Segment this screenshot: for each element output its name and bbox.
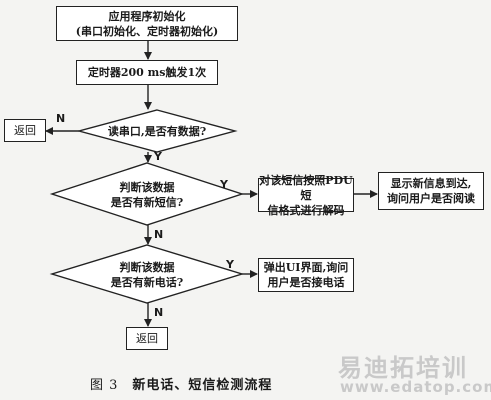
return-top-node: 返回 bbox=[4, 119, 46, 142]
watermark-url: www.edatop.com bbox=[340, 378, 491, 396]
show-sms-node: 显示新信息到达, 询问用户是否阅读 bbox=[378, 172, 484, 210]
label-read-no: N bbox=[56, 112, 66, 125]
decode-pdu-node: 对该短信按照PDU短 信格式进行解码 bbox=[258, 173, 354, 217]
label-sms-yes: Y bbox=[220, 178, 228, 191]
decision-is-call-shape bbox=[49, 244, 245, 304]
decision-is-sms-shape bbox=[49, 162, 245, 226]
label-sms-no: N bbox=[154, 228, 164, 241]
figure-caption: 图 3 新电话、短信检测流程 bbox=[90, 374, 390, 393]
label-call-no: N bbox=[154, 306, 164, 319]
return-bottom-node: 返回 bbox=[126, 327, 168, 350]
watermark-cn: 易迪拓培训 bbox=[338, 354, 468, 382]
is-sms-text: 判断该数据 是否有新短信? bbox=[110, 181, 184, 209]
popup-call-node: 弹出UI界面,询问 用户是否接电话 bbox=[258, 258, 354, 292]
read-serial-text: 读串口,是否有数据? bbox=[107, 125, 207, 138]
timer-node: 定时器200 ms触发1次 bbox=[76, 60, 218, 85]
init-node: 应用程序初始化 (串口初始化、定时器初始化) bbox=[56, 6, 238, 41]
figure-number: 图 3 bbox=[90, 378, 119, 393]
figure-title: 新电话、短信检测流程 bbox=[132, 378, 273, 393]
label-read-yes: Y bbox=[154, 150, 162, 163]
decision-read-serial-shape bbox=[76, 109, 238, 153]
is-call-text: 判断该数据 是否有新电话? bbox=[110, 261, 184, 289]
label-call-yes: Y bbox=[226, 258, 234, 271]
